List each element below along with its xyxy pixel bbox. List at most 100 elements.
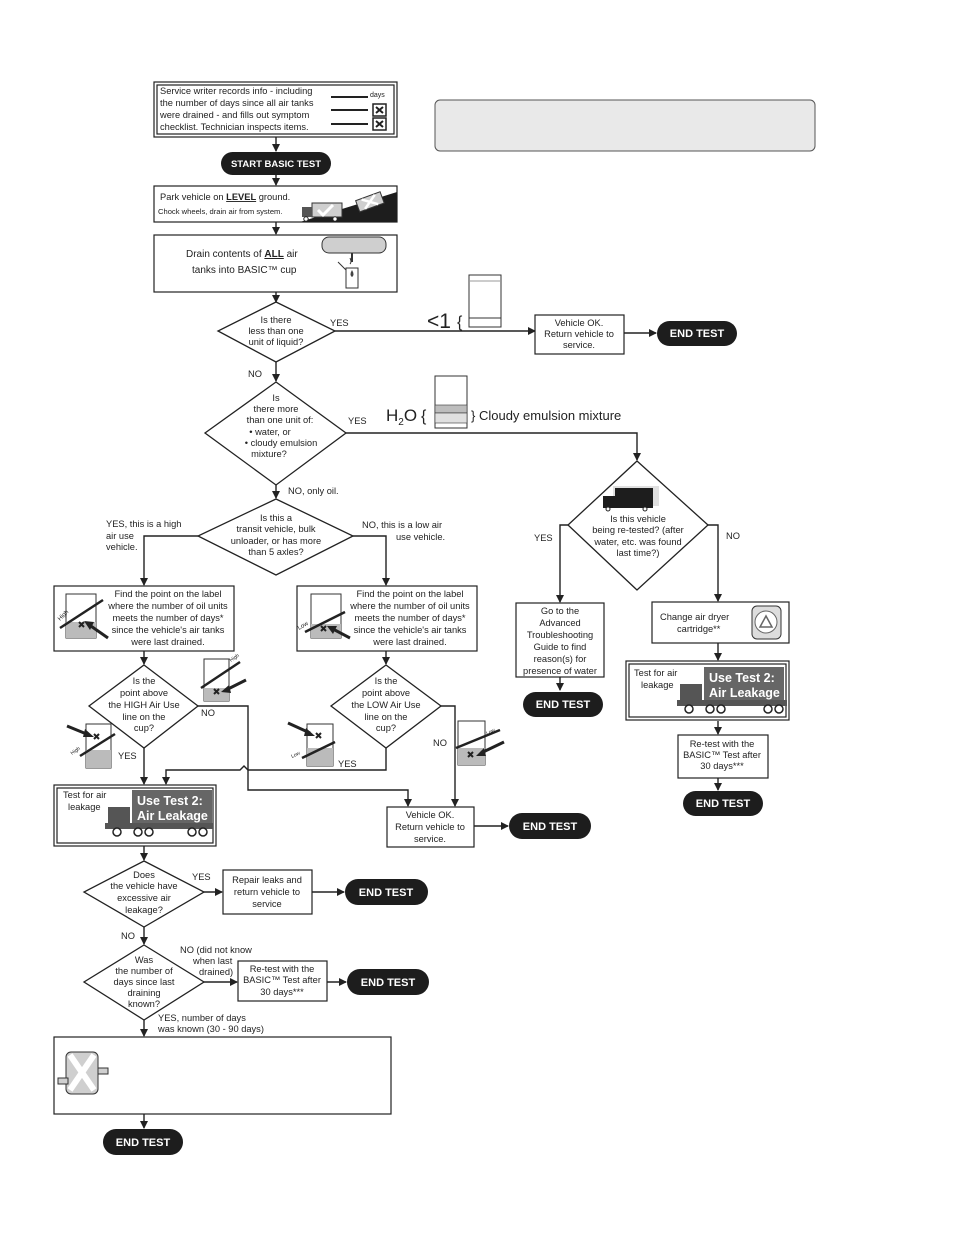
recycle-icon [758,614,774,628]
label-no-retest: NO [726,531,740,541]
svg-text:Go to the: Go to the [541,606,579,616]
svg-text:Is the: Is the [375,676,398,686]
svg-text:drained): drained) [199,967,233,977]
days-label: days [370,92,385,99]
advanced-guide-box: Go to the Advanced Troubleshooting Guide… [515,602,605,678]
svg-text:• cloudy emulsion: • cloudy emulsion [245,438,318,448]
label-no-days-unknown: NO (did not know when last drained) [180,945,252,977]
svg-text:was known (30 - 90 days): was known (30 - 90 days) [157,1024,264,1034]
intake-box: Service writer records info - including … [153,81,398,138]
svg-text:service.: service. [563,340,595,350]
svg-text:Air Leakage: Air Leakage [709,686,780,700]
svg-text:Change air dryer: Change air dryer [660,612,729,622]
svg-text:cup?: cup? [376,723,396,733]
svg-text:Was: Was [135,955,154,965]
svg-text:Find the point on the label: Find the point on the label [115,589,222,599]
svg-text:30 days***: 30 days*** [700,761,744,771]
end-test-pill-5: END TEST [345,879,428,905]
less-than-one-cup: <1 { [427,274,502,333]
decision-transit: Is this a transit vehicle, bulk unloader… [196,498,355,576]
park-line-2: Chock wheels, drain air from system. [158,207,283,216]
svg-text:less than one: less than one [248,326,303,336]
intake-line-1: Service writer records info - including [160,86,312,96]
label-no-less-one: NO [248,369,262,379]
svg-text:days since last: days since last [114,977,175,987]
svg-text:point above: point above [120,688,168,698]
svg-text:Air Leakage: Air Leakage [137,809,208,823]
decision-retest: Is this vehicle being re-tested? (after … [567,460,709,591]
cup-below-low-icon: Low [455,720,505,766]
svg-text:NO, this is a low air: NO, this is a low air [362,520,442,530]
svg-text:END TEST: END TEST [696,798,751,810]
svg-text:cartridge**: cartridge** [677,624,721,634]
bottom-action-box [53,1036,392,1115]
tilted-truck-icon [355,191,385,213]
svg-text:were last drained.: were last drained. [130,637,204,647]
truck-icon [105,807,213,837]
retest-bottom-box: Re-test with the BASIC™ Test after 30 da… [237,960,328,1002]
svg-text:Test for air: Test for air [63,790,106,800]
svg-text:Is this vehicle: Is this vehicle [610,514,666,524]
svg-text:were last drained.: were last drained. [372,637,446,647]
svg-text:cup?: cup? [134,723,154,733]
drain-tanks-box: Drain contents of ALL air tanks into BAS… [153,234,398,293]
svg-text:Vehicle OK.: Vehicle OK. [406,810,455,820]
repair-leaks-box: Repair leaks and return vehicle to servi… [222,869,313,915]
svg-text:leakage: leakage [68,802,101,812]
svg-text:service: service [252,899,281,909]
truck-icon [302,202,343,222]
svg-text:{: { [457,314,463,331]
svg-text:END TEST: END TEST [361,977,416,989]
svg-text:meets the number of days*: meets the number of days* [112,613,223,623]
park-line-1: Park vehicle on LEVEL ground. [160,192,290,202]
svg-text:since the vehicle's air tanks: since the vehicle's air tanks [112,625,225,635]
label-no-high: NO [201,708,215,718]
svg-text:excessive air: excessive air [117,893,171,903]
checklist-icon: days [331,92,387,131]
label-no-excessive: NO [121,931,135,941]
svg-text:since the vehicle's air tanks: since the vehicle's air tanks [354,625,467,635]
svg-text:Find the point on the label: Find the point on the label [357,589,464,599]
svg-text:END TEST: END TEST [536,699,591,711]
cup-above-low-icon: Low [287,721,336,767]
label-yes-days-known: YES, number of days was known (30 - 90 d… [157,1013,264,1034]
svg-text:Advanced: Advanced [539,618,580,628]
svg-text:service.: service. [414,834,446,844]
svg-text:than one unit of:: than one unit of: [247,415,314,425]
svg-text:use vehicle.: use vehicle. [396,532,445,542]
svg-text:Return vehicle to: Return vehicle to [544,329,614,339]
svg-text:draining: draining [127,988,160,998]
svg-text:BASIC™ Test after: BASIC™ Test after [243,975,321,985]
h2o-label: H2O [386,406,417,428]
end-test-pill-2: END TEST [523,692,603,717]
connectors [140,137,722,1129]
svg-text:High: High [229,653,241,664]
decision-days-known: Was the number of days since last draini… [82,944,206,1021]
svg-text:Re-test with the: Re-test with the [690,739,755,749]
start-basic-test-pill: START BASIC TEST [221,152,331,175]
svg-text:transit vehicle, bulk: transit vehicle, bulk [236,524,315,534]
svg-text:mixture?: mixture? [251,449,287,459]
truck-icon [603,486,659,512]
svg-text:point above: point above [362,688,410,698]
find-point-low-box: Low Find the point on the label where th… [296,585,478,652]
find-point-high-box: High Find the point on the label where t… [53,585,235,652]
decision-low-air-use: Is the point above the LOW Air Use line … [329,664,443,749]
svg-text:Re-test with the: Re-test with the [250,964,315,974]
svg-text:vehicle.: vehicle. [106,542,138,552]
svg-text:unloader, or has more: unloader, or has more [231,536,321,546]
end-test-pill-3: END TEST [683,791,763,816]
svg-text:Return vehicle to: Return vehicle to [395,822,465,832]
svg-text:meets the number of days*: meets the number of days* [354,613,465,623]
leak-test-right-box: Test for air leakage Use Test 2: Air Lea… [625,660,790,721]
svg-text:NO (did not know: NO (did not know [180,945,252,955]
change-dryer-box: Change air dryer cartridge** [651,601,790,644]
svg-text:Is this a: Is this a [260,513,293,523]
label-no-low-use: NO, this is a low air use vehicle. [362,520,445,542]
label-no-low: NO [433,738,447,748]
svg-text:• water, or: • water, or [249,427,291,437]
svg-text:than 5 axles?: than 5 axles? [248,547,303,557]
label-yes-excessive: YES [192,872,211,882]
drain-line-2: tanks into BASIC™ cup [192,265,297,276]
svg-text:the vehicle have: the vehicle have [110,881,177,891]
